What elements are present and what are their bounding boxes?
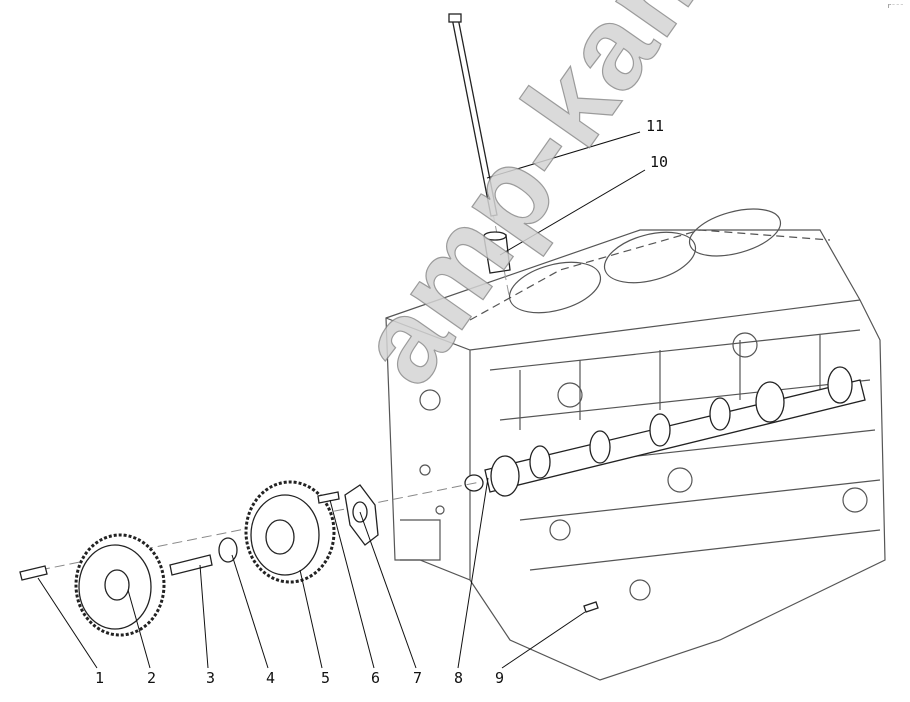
block-bosses [419,332,868,601]
corner-mark: r⁻⁻⁻ [887,2,904,10]
callout-1: 1 [95,669,105,687]
gear-2 [74,533,166,637]
gear-5 [244,480,336,584]
bolt-3 [169,554,213,576]
pushrod-11 [448,13,498,217]
tappet-10 [483,231,511,274]
callout-6: 6 [371,669,381,687]
head-gasket-dashes [469,229,831,321]
callout-7: 7 [413,669,423,687]
cylinder-bore [508,261,602,314]
camshaft [464,366,866,497]
callout-9: 9 [495,669,505,687]
bolt-6 [317,491,340,504]
callout-5: 5 [321,669,331,687]
callout-3: 3 [206,669,216,687]
callout-4: 4 [266,669,276,687]
bolt-1 [19,565,48,581]
callout-2: 2 [147,669,157,687]
callout-11: 11 [646,117,665,135]
leader-lines [37,131,646,669]
block-top-face [385,299,861,580]
key-9 [583,601,599,613]
block-ribs [489,329,881,571]
washer-4 [218,537,238,563]
cylinder-bore [688,208,782,257]
block-ribs [519,335,821,430]
cylinder-bore [603,231,697,284]
callout-8: 8 [454,669,464,687]
block-bracket [400,519,441,561]
callout-10: 10 [650,153,669,171]
